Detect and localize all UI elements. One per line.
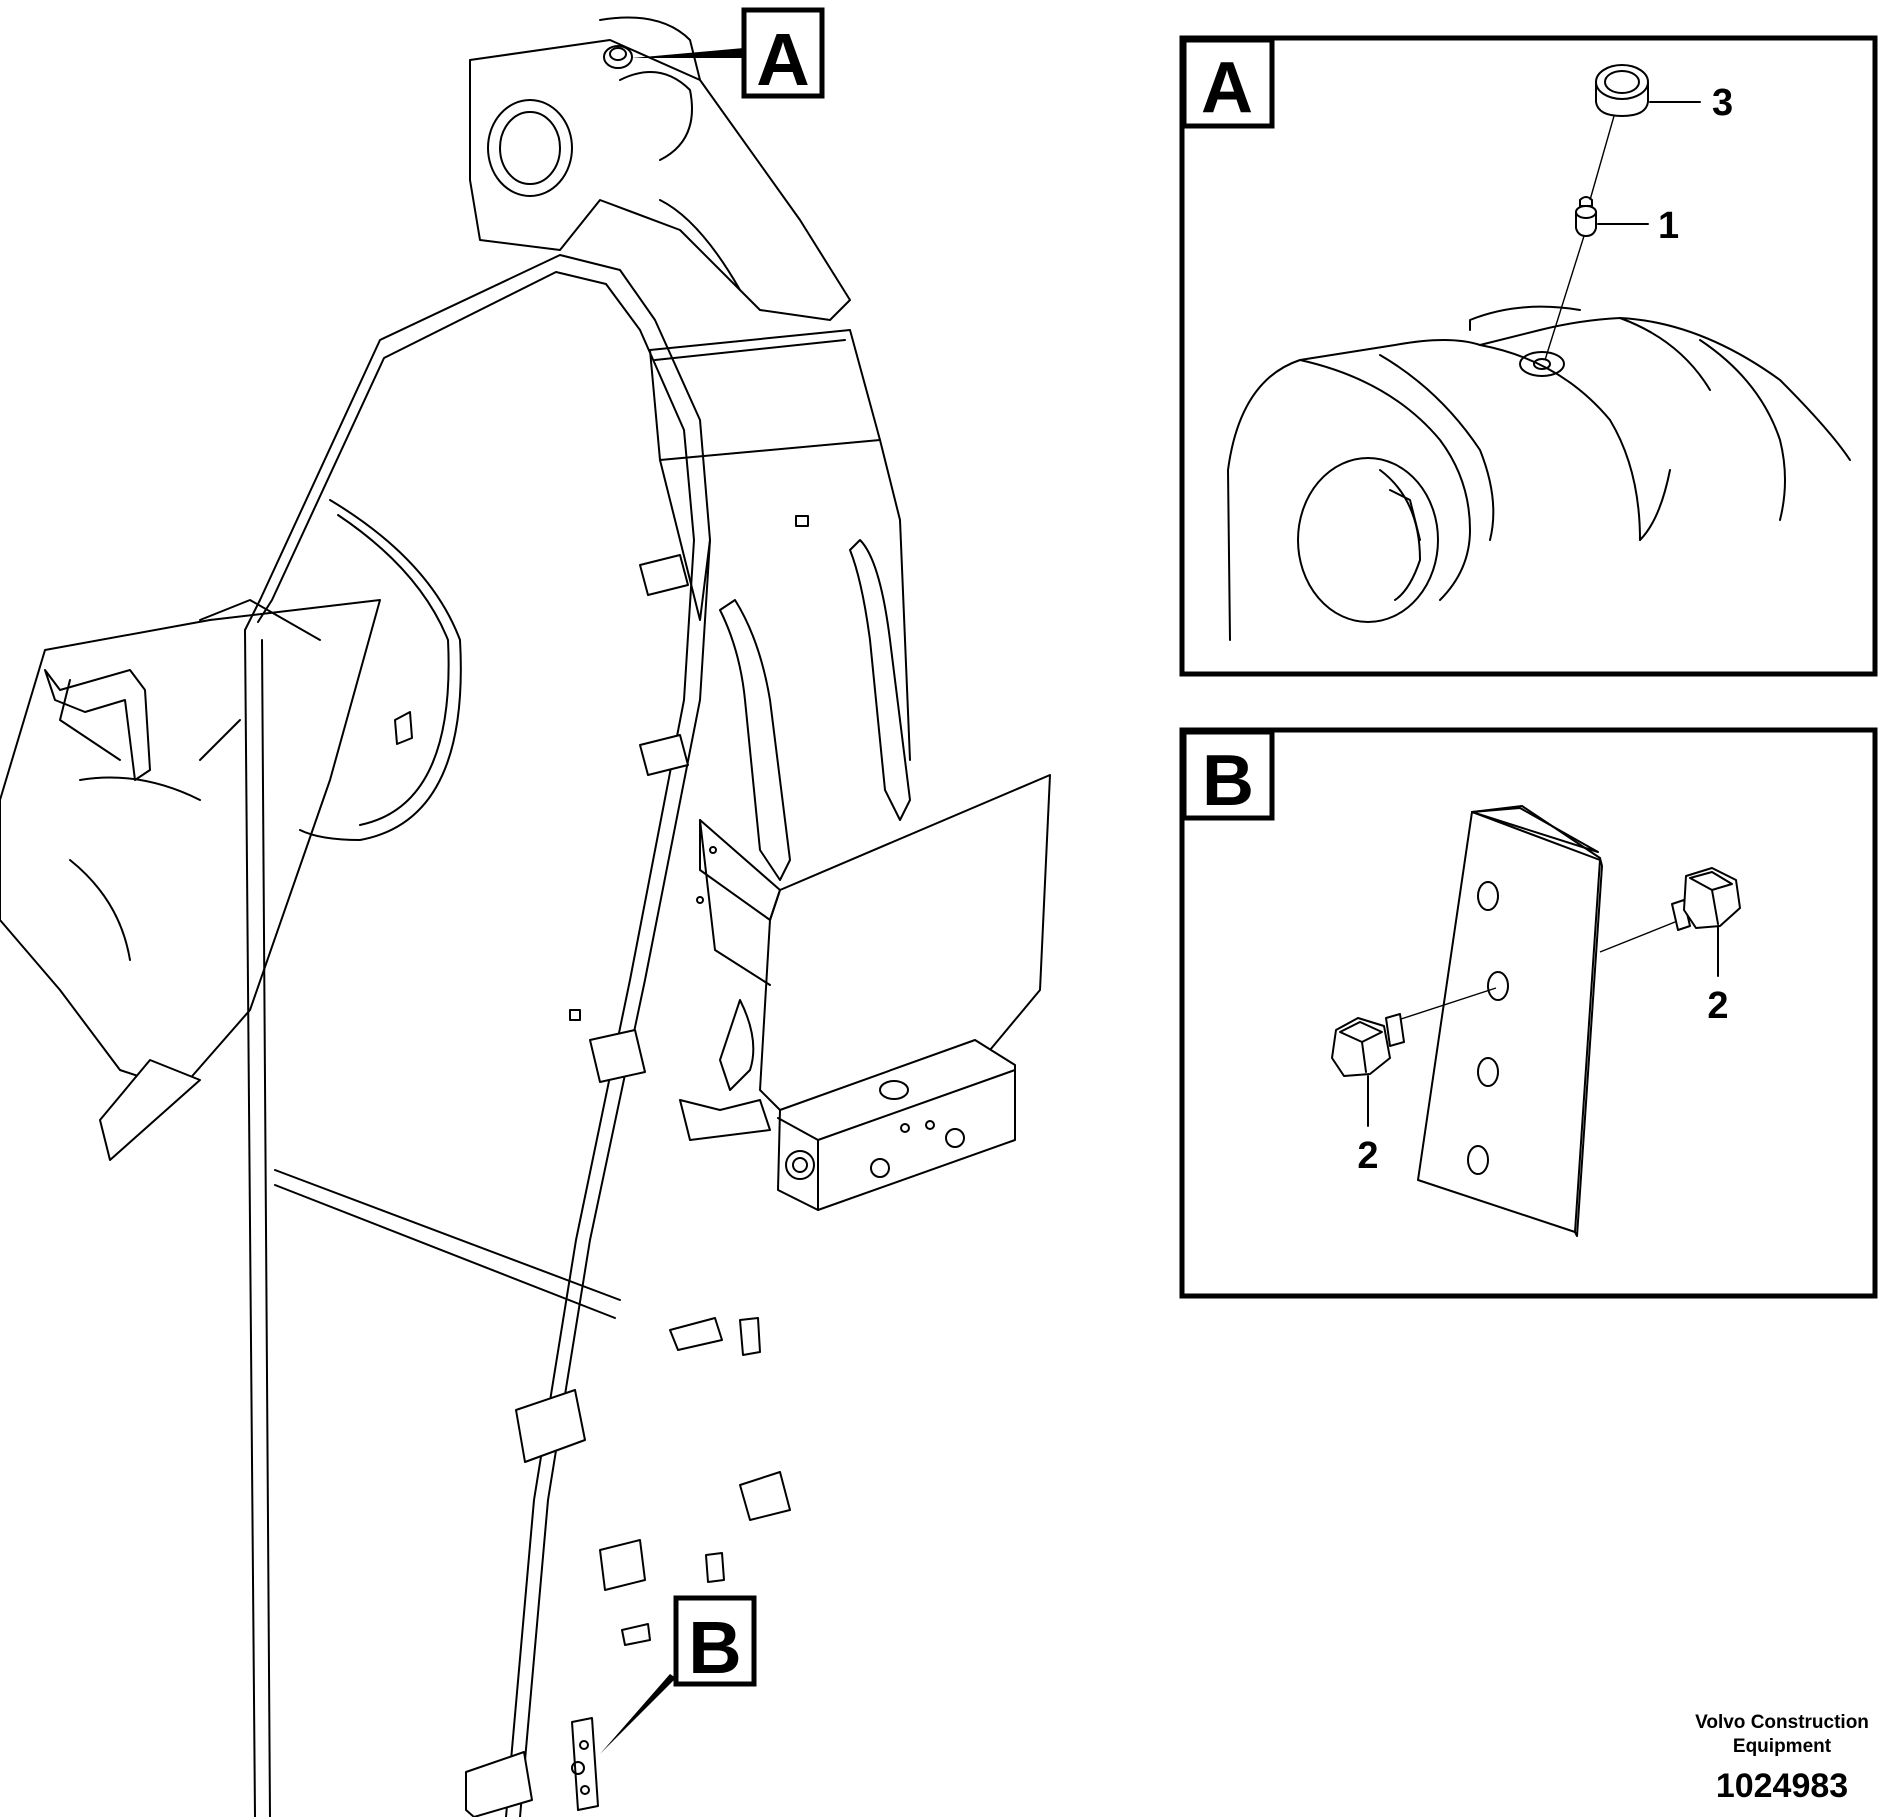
arm-pivot-boss (469, 16, 851, 321)
detail-b-panel: B 2 (1179, 727, 1878, 1299)
hose-guides (719, 539, 911, 881)
part-number-2-left: 2 (1357, 1135, 1378, 1177)
detail-a-explode-line (1544, 115, 1615, 361)
callout-b: B (600, 1595, 757, 1754)
grease-nipple-icon (1575, 196, 1597, 237)
arm-main-plate (244, 254, 711, 1817)
detail-b-plate (1417, 805, 1603, 1237)
callout-b-bracket (571, 1717, 599, 1811)
company-line2: Equipment (1733, 1736, 1832, 1757)
detail-b-explode-lines (1397, 919, 1681, 1021)
detail-a-pin-boss (1227, 305, 1851, 641)
part-number-1: 1 (1658, 205, 1679, 247)
callout-a: A (632, 7, 825, 101)
drawing-number: 1024983 (1716, 1767, 1848, 1805)
main-arm-view: A B (0, 7, 1051, 1817)
part-callout-2-left: 2 (1357, 1075, 1379, 1177)
detail-a-label: A (1201, 48, 1253, 128)
part-number-3: 3 (1712, 82, 1733, 124)
part-number-2-right: 2 (1707, 985, 1728, 1027)
grease-cap-icon (1595, 64, 1649, 117)
mounting-pads (394, 554, 791, 1817)
arm-upper-section (649, 329, 911, 761)
part-callout-2-right: 2 (1707, 925, 1729, 1027)
part-callout-1: 1 (1597, 205, 1679, 247)
linkage-bracket (0, 599, 381, 1161)
detail-b-label: B (1202, 741, 1254, 821)
valve-guard-plate (679, 774, 1051, 1141)
callout-b-label: B (688, 1606, 741, 1689)
callout-a-label: A (756, 18, 809, 101)
part-callout-3: 3 (1649, 82, 1733, 124)
valve-block (777, 1039, 1016, 1211)
plug-bolt-icon (1331, 1013, 1405, 1077)
footer-block: Volvo Construction Equipment 1024983 (1695, 1712, 1869, 1805)
company-line1: Volvo Construction (1695, 1712, 1869, 1733)
detail-a-panel: A (1179, 35, 1878, 677)
plug-bolt-icon (1671, 867, 1741, 931)
